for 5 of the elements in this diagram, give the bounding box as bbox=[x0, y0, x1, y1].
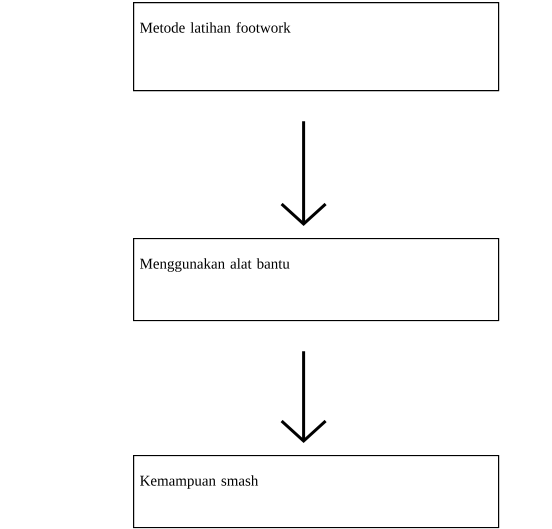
arrow bbox=[280, 351, 327, 443]
arrow bbox=[280, 121, 327, 226]
process-box: Metode latihan footwork bbox=[133, 2, 500, 92]
process-box: Menggunakan alat bantu bbox=[133, 238, 500, 322]
process-box: Kemampuan smash bbox=[133, 454, 500, 528]
